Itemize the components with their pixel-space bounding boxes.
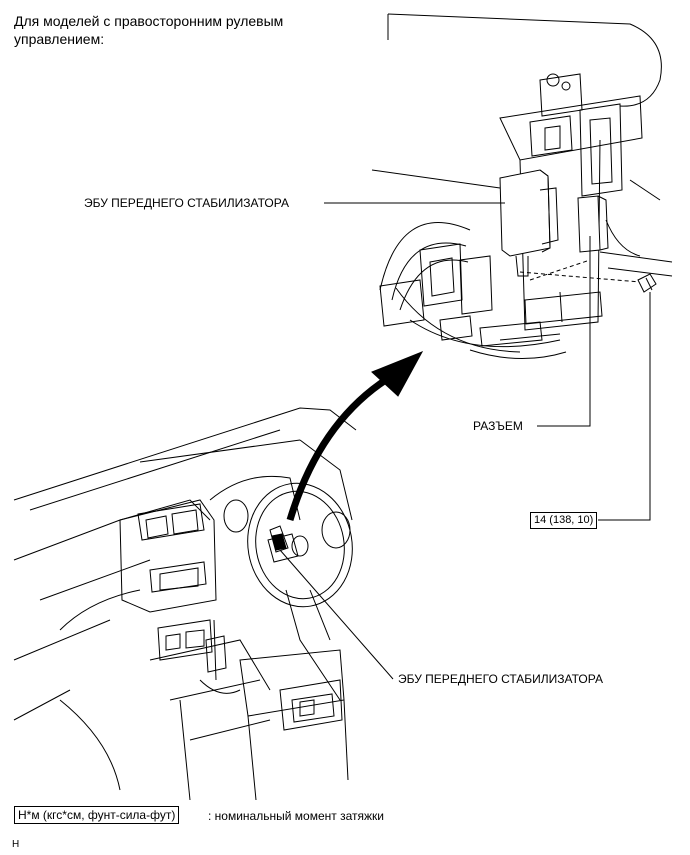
legend-description: : номинальный момент затяжки <box>208 809 384 823</box>
model-note-heading: Для моделей с правосторонним рулевым упр… <box>14 13 284 47</box>
legend-units-box: Н*м (кгс*см, фунт-сила-фут) <box>14 806 180 824</box>
dashboard-overview <box>14 408 362 800</box>
corner-mark: H <box>12 839 20 850</box>
leader-connector <box>537 236 590 426</box>
label-ecu-bottom: ЭБУ ПЕРЕДНЕГО СТАБИЛИЗАТОРА <box>398 672 603 686</box>
label-connector: РАЗЪЕМ <box>473 419 523 433</box>
torque-spec-box: 14 (138, 10) <box>530 512 598 529</box>
steering-column-detail <box>372 14 672 359</box>
label-ecu-top: ЭБУ ПЕРЕДНЕГО СТАБИЛИЗАТОРА <box>84 196 289 210</box>
leader-ecu-bottom <box>280 550 393 679</box>
view-arrow <box>290 352 422 520</box>
leader-torque <box>598 292 650 520</box>
